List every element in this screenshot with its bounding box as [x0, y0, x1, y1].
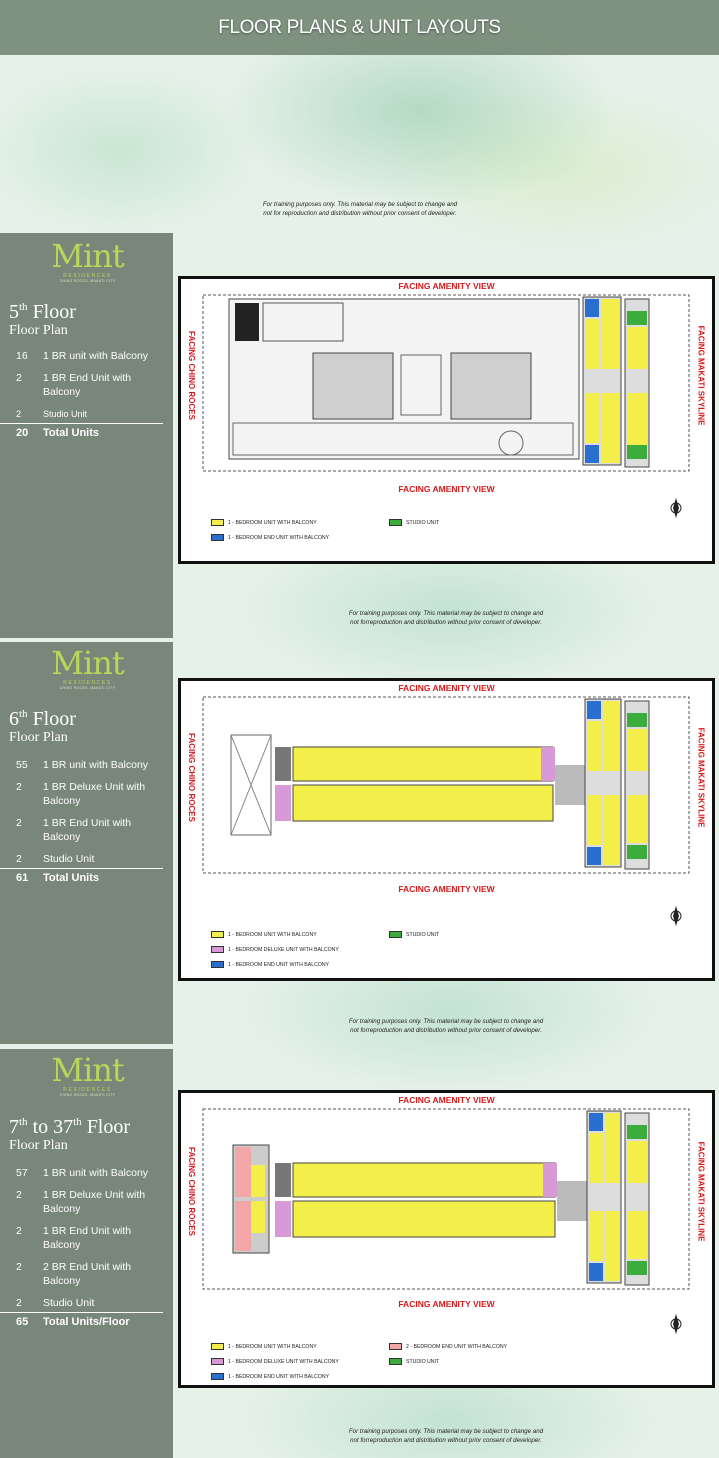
page-header: FLOOR PLANS & UNIT LAYOUTS [0, 0, 719, 55]
section-6th-floor: Mint RESIDENCES CHINO ROCES, MAKATI CITY… [0, 642, 719, 1044]
legend-item: 1 - BEDROOM DELUXE UNIT WITH BALCONY [211, 1358, 339, 1365]
plan-legend: 1 - BEDROOM UNIT WITH BALCONY 2 - BEDROO… [211, 1343, 691, 1387]
sidebar [0, 233, 173, 638]
legend-item: 1 - BEDROOM END UNIT WITH BALCONY [211, 961, 329, 968]
floor-title: 6th Floor Floor Plan [9, 708, 76, 745]
plan-legend: 1 - BEDROOM UNIT WITH BALCONY STUDIO UNI… [211, 931, 691, 975]
section-disclaimer: For training purposes only. This materia… [348, 610, 544, 626]
header-disclaimer: For training purposes only. This materia… [262, 201, 458, 217]
floor-title: 5th Floor Floor Plan [9, 301, 76, 338]
floor-plan-drawing [202, 1108, 690, 1290]
section-7th-to-37th-floor: Mint RESIDENCES CHINO ROCES, MAKATI CITY… [0, 1049, 719, 1458]
legend-item: 2 - BEDROOM END UNIT WITH BALCONY [389, 1343, 507, 1350]
sidebar [0, 1049, 173, 1458]
mint-logo: Mint RESIDENCES CHINO ROCES, MAKATI CITY [51, 237, 124, 283]
legend-item: 1 - BEDROOM UNIT WITH BALCONY [211, 1343, 317, 1350]
legend-item: 1 - BEDROOM UNIT WITH BALCONY [211, 519, 317, 526]
section-5th-floor: Mint RESIDENCES CHINO ROCES, MAKATI CITY… [0, 233, 719, 638]
floor-plan-drawing [202, 696, 690, 874]
legend-item: STUDIO UNIT [389, 519, 439, 526]
facing-bottom-label: FACING AMENITY VIEW [398, 1299, 495, 1309]
facing-right-label: FACING MAKATI SKYLINE [696, 325, 706, 426]
facing-right-label: FACING MAKATI SKYLINE [696, 727, 706, 828]
facing-right-label: FACING MAKATI SKYLINE [696, 1141, 706, 1242]
facing-top-label: FACING AMENITY VIEW [398, 281, 495, 291]
legend-item: 1 - BEDROOM END UNIT WITH BALCONY [211, 534, 329, 541]
floor-title: 7th to 37th Floor Floor Plan [9, 1116, 131, 1153]
floor-plan-box: FACING AMENITY VIEW FACING AMENITY VIEW … [178, 678, 715, 981]
facing-bottom-label: FACING AMENITY VIEW [398, 484, 495, 494]
floor-plan-drawing [202, 294, 690, 472]
legend-item: 1 - BEDROOM DELUXE UNIT WITH BALCONY [211, 946, 339, 953]
facing-top-label: FACING AMENITY VIEW [398, 1095, 495, 1105]
mint-logo: Mint RESIDENCES CHINO ROCES, MAKATI CITY [51, 1051, 124, 1097]
north-compass-icon [670, 498, 682, 518]
facing-left-label: FACING CHINO ROCES [186, 1147, 196, 1236]
plan-legend: 1 - BEDROOM UNIT WITH BALCONY STUDIO UNI… [211, 519, 691, 549]
legend-item: 1 - BEDROOM UNIT WITH BALCONY [211, 931, 317, 938]
north-compass-icon [670, 1314, 682, 1334]
legend-item: STUDIO UNIT [389, 1358, 439, 1365]
legend-item: 1 - BEDROOM END UNIT WITH BALCONY [211, 1373, 329, 1380]
facing-left-label: FACING CHINO ROCES [186, 331, 196, 420]
north-compass-icon [670, 906, 682, 926]
section-disclaimer: For training purposes only. This materia… [348, 1428, 544, 1444]
page-title: FLOOR PLANS & UNIT LAYOUTS [218, 16, 501, 38]
facing-bottom-label: FACING AMENITY VIEW [398, 884, 495, 894]
mint-logo: Mint RESIDENCES CHINO ROCES, MAKATI CITY [51, 644, 124, 690]
facing-left-label: FACING CHINO ROCES [186, 733, 196, 822]
floor-plan-box: FACING AMENITY VIEW FACING AMENITY VIEW … [178, 276, 715, 564]
section-disclaimer: For training purposes only. This materia… [348, 1018, 544, 1034]
legend-item: STUDIO UNIT [389, 931, 439, 938]
facing-top-label: FACING AMENITY VIEW [398, 683, 495, 693]
floor-plan-box: FACING AMENITY VIEW FACING AMENITY VIEW … [178, 1090, 715, 1388]
sidebar [0, 642, 173, 1044]
